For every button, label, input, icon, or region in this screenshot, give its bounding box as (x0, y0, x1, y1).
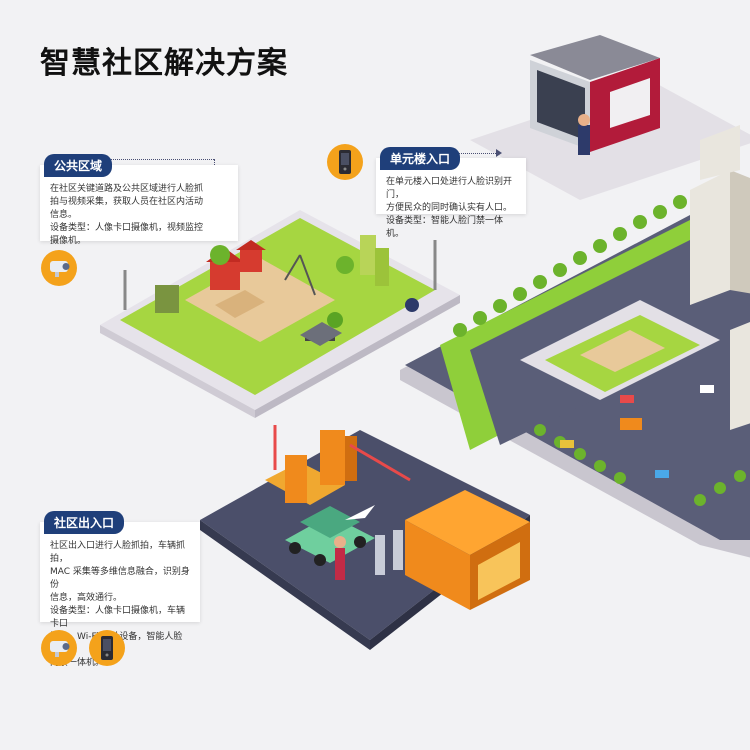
community-gate-camera-icon (41, 630, 77, 666)
public-area-description: 在社区关键道路及公共区域进行人脸抓 拍与视频采集，获取人员在社区内活动 信息。 … (50, 184, 204, 246)
unit-entrance-description: 在单元楼入口处进行人脸识别开门， 方便民众的同时确认实有人口。 设备类型：智能人… (386, 177, 513, 239)
unit-entrance-face-terminal-icon (327, 144, 363, 180)
unit-entrance-connector (454, 153, 496, 154)
page-title: 智慧社区解决方案 (40, 46, 288, 81)
public-area-camera-icon (41, 250, 77, 286)
public-area-card: 公共区域 在社区关键道路及公共区域进行人脸抓 拍与视频采集，获取人员在社区内活动… (40, 154, 238, 246)
playground-park (100, 210, 460, 418)
guard-booth (470, 35, 750, 200)
public-area-tag: 公共区域 (44, 154, 113, 177)
community-gate-scene (200, 425, 530, 650)
unit-entrance-arrow (496, 149, 502, 157)
community-gate-card: 社区出入口 社区出入口进行人脸抓拍，车辆抓拍， MAC 采集等多维信息融合，识别… (40, 511, 200, 668)
community-gate-tag: 社区出入口 (44, 511, 125, 534)
unit-entrance-card: 单元楼入口 在单元楼入口处进行人脸识别开门， 方便民众的同时确认实有人口。 设备… (376, 147, 526, 239)
unit-entrance-tag: 单元楼入口 (380, 147, 461, 170)
city-district (400, 125, 750, 558)
public-area-connector (106, 159, 214, 160)
community-gate-face-terminal-icon (89, 630, 125, 666)
